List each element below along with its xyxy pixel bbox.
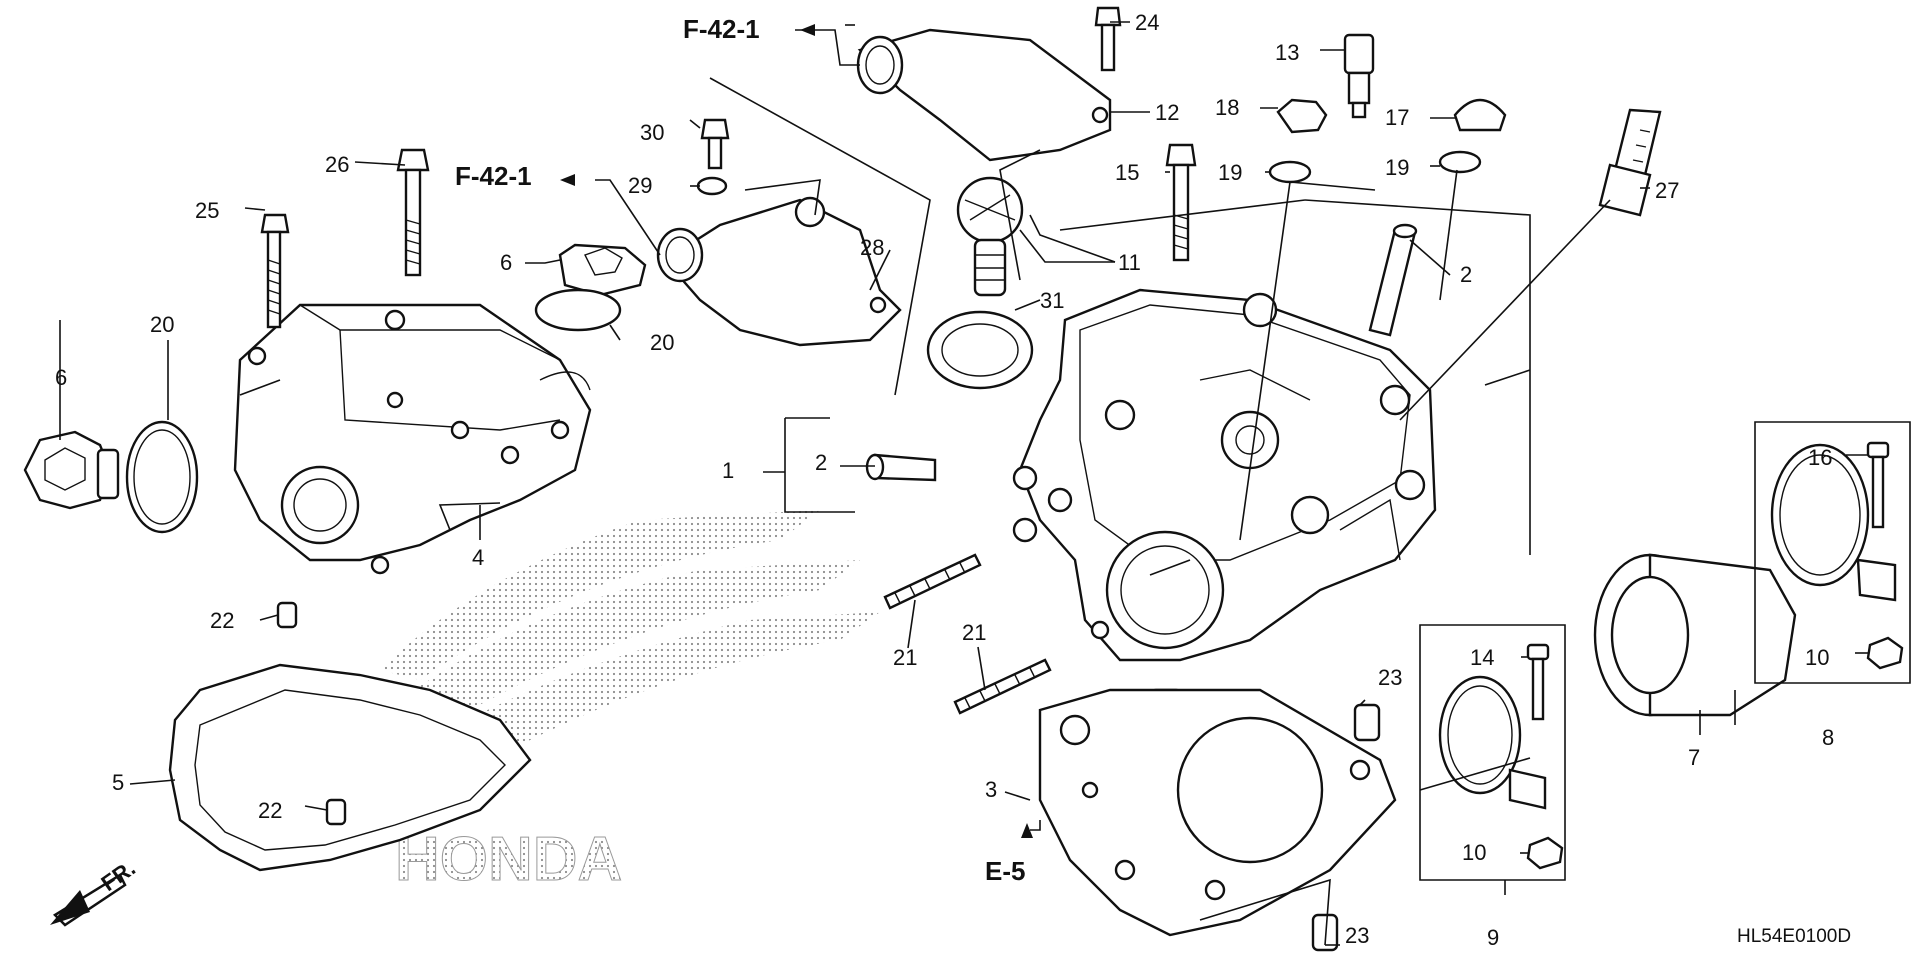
callout-10-bottom: 10	[1462, 840, 1486, 865]
bolt-24	[1094, 6, 1122, 72]
washer-19a	[1268, 160, 1312, 184]
nut-18	[1276, 98, 1328, 134]
oil-filler-plug-right	[558, 243, 647, 297]
group-bracket-28	[709, 77, 931, 396]
callout-27: 27	[1655, 178, 1679, 203]
cylinder-head-gasket	[1038, 688, 1397, 937]
callout-11: 11	[1118, 250, 1141, 275]
washer-19b	[1438, 150, 1482, 174]
o-ring-right	[534, 288, 622, 332]
screw-14	[1526, 643, 1550, 721]
dowel-pin-23b	[1311, 913, 1339, 952]
callout-16: 16	[1808, 445, 1832, 470]
honda-wing-logo: HONDA	[380, 510, 880, 895]
callout-22-bottom: 22	[258, 798, 282, 823]
cylinder-head	[1012, 288, 1437, 722]
nut-10b	[1866, 636, 1904, 670]
group-box-8	[1754, 421, 1911, 684]
callout-1: 1	[722, 458, 734, 483]
bolt-30	[700, 118, 730, 170]
washer-29	[696, 176, 728, 196]
group-box-9	[1419, 624, 1566, 881]
water-outlet-joint	[856, 28, 1112, 162]
bolt-25	[260, 213, 290, 329]
callout-9: 9	[1487, 925, 1499, 950]
callout-5: 5	[112, 770, 124, 795]
thermostat	[956, 176, 1024, 297]
group-bracket-1	[784, 418, 855, 513]
nut-10a	[1526, 836, 1564, 870]
callout-7: 7	[1688, 745, 1700, 770]
callout-18: 18	[1215, 95, 1239, 120]
insulator-band	[1438, 675, 1522, 795]
dowel-pin-22a	[276, 601, 298, 629]
ref-f-42-1-top: F-42-1	[683, 14, 760, 44]
temperature-sensor	[1343, 33, 1375, 119]
callout-23-top: 23	[1378, 665, 1402, 690]
leader-lines	[59, 21, 1868, 946]
callout-29: 29	[628, 173, 652, 198]
callout-4: 4	[472, 545, 484, 570]
insulator-band-8	[1770, 443, 1870, 587]
callouts: 1 2 2 3 4 5 6 6 7 8 9 10 10 11 12 13 14 …	[55, 10, 1834, 950]
oil-filler-plug-left	[23, 430, 120, 510]
callout-24: 24	[1135, 10, 1159, 35]
callout-6-left: 6	[55, 365, 67, 390]
callout-3: 3	[985, 777, 997, 802]
screw-16	[1866, 441, 1890, 529]
callout-2-right: 2	[1460, 262, 1472, 287]
bolt-15	[1165, 143, 1197, 262]
callout-15: 15	[1115, 160, 1139, 185]
callout-30: 30	[640, 120, 664, 145]
cap-nut-17	[1453, 98, 1507, 132]
carburetor-insulator	[1593, 553, 1797, 717]
callout-21-right: 21	[962, 620, 986, 645]
callout-6-right: 6	[500, 250, 512, 275]
o-ring-left	[125, 420, 199, 534]
callout-20-right: 20	[650, 330, 674, 355]
ref-e-5: E-5	[985, 856, 1025, 886]
dowel-pin-22b	[325, 798, 347, 826]
callout-23-bottom: 23	[1345, 923, 1369, 948]
spark-plug	[1598, 108, 1662, 217]
stud-bolt-21b	[953, 658, 1052, 715]
callout-19-right: 19	[1385, 155, 1409, 180]
callout-12: 12	[1155, 100, 1179, 125]
guide-pipe-left	[865, 453, 937, 482]
callout-2-left: 2	[815, 450, 827, 475]
stud-bolt-21a	[883, 553, 982, 610]
thermostat-cover	[656, 196, 902, 347]
callout-8: 8	[1822, 725, 1834, 750]
ref-f-42-1-left: F-42-1	[455, 161, 532, 191]
diagram-code: HL54E0100D	[1737, 926, 1851, 947]
callout-10-top: 10	[1805, 645, 1829, 670]
dowel-pin-23a	[1353, 703, 1381, 742]
head-cover-gasket	[168, 663, 532, 872]
callout-19-left: 19	[1218, 160, 1242, 185]
callout-20-left: 20	[150, 312, 174, 337]
callout-26: 26	[325, 152, 349, 177]
callout-22-top: 22	[210, 608, 234, 633]
callout-31: 31	[1040, 288, 1064, 313]
watermark-text: HONDA	[395, 825, 622, 894]
callout-28: 28	[860, 235, 884, 260]
callout-25: 25	[195, 198, 219, 223]
bolt-26	[396, 148, 430, 277]
guide-pipe-right	[1368, 223, 1418, 337]
callout-17: 17	[1385, 105, 1409, 130]
cylinder-head-cover	[233, 303, 592, 575]
callout-21-left: 21	[893, 645, 917, 670]
callout-13: 13	[1275, 40, 1299, 65]
callout-14: 14	[1470, 645, 1494, 670]
